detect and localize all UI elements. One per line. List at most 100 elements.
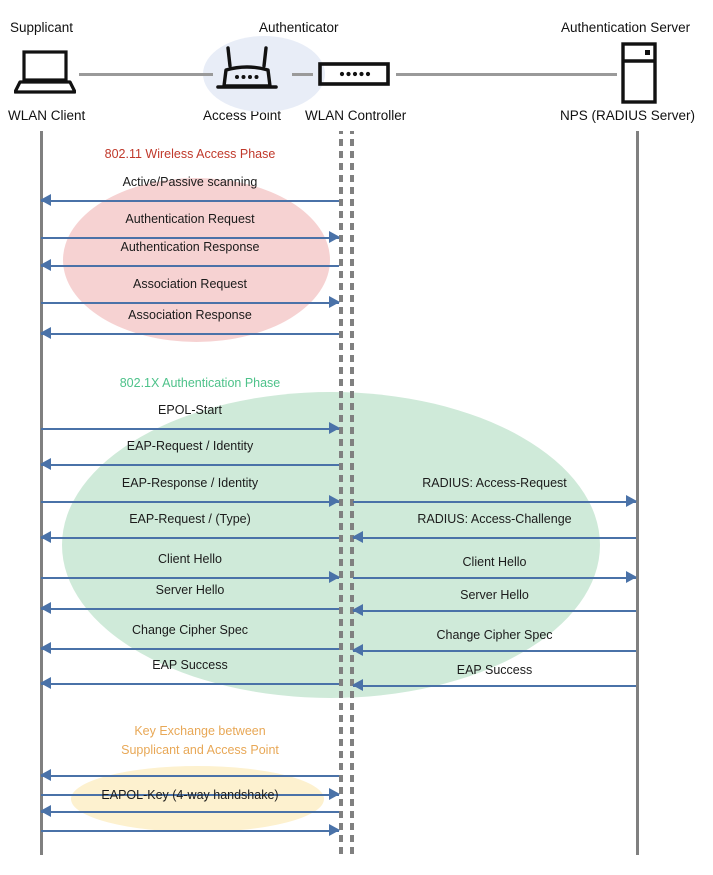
node-label-wlan-controller: WLAN Controller — [305, 108, 407, 123]
role-label-authenticator: Authenticator — [259, 20, 339, 35]
message-arrow[interactable]: Association Response — [40, 308, 339, 343]
message-label: Authentication Response — [120, 240, 260, 254]
message-arrow[interactable]: EPOL-Start — [41, 403, 340, 438]
arrow-head-icon — [40, 769, 51, 781]
message-arrow[interactable] — [41, 822, 340, 840]
message-arrow[interactable]: Authentication Response — [40, 240, 339, 275]
arrow-line — [41, 537, 339, 539]
phase-ellipse-wireless-access — [63, 178, 330, 342]
message-arrow[interactable]: RADIUS: Access-Challenge — [352, 512, 636, 547]
message-label: EAP-Request / Identity — [126, 439, 254, 453]
arrow-head-icon — [40, 642, 51, 654]
server-icon — [620, 42, 658, 104]
arrow-line — [41, 830, 339, 832]
message-arrow[interactable]: EAP Success — [40, 658, 339, 693]
node-label-nps-radius-server: NPS (RADIUS Server) — [560, 108, 696, 123]
arrow-line — [41, 608, 339, 610]
role-label-authentication-server: Authentication Server — [561, 20, 691, 35]
arrow-line — [41, 464, 339, 466]
message-arrow[interactable]: Change Cipher Spec — [352, 628, 636, 660]
arrow-line — [41, 811, 339, 813]
link-controller-to-server — [396, 73, 617, 76]
message-arrow[interactable]: EAPOL-Key (4-way handshake) — [40, 788, 339, 821]
arrow-head-icon — [40, 805, 51, 817]
message-label: Change Cipher Spec — [436, 628, 553, 642]
arrow-head-icon — [40, 458, 51, 470]
message-arrow[interactable]: Client Hello — [41, 552, 340, 587]
message-arrow[interactable]: EAP-Request / Identity — [40, 439, 339, 474]
phase-title-wireless-access: 802.11 Wireless Access Phase — [104, 147, 276, 161]
lifeline-wlan-controller — [350, 131, 354, 855]
arrow-line — [353, 501, 636, 503]
arrow-line — [41, 648, 339, 650]
phase-title-key-exchange-line1: Key Exchange between — [134, 724, 266, 738]
role-label-supplicant: Supplicant — [10, 20, 74, 35]
arrow-head-icon — [40, 194, 51, 206]
arrow-head-icon — [40, 531, 51, 543]
message-label: Server Hello — [460, 588, 529, 602]
arrow-line — [41, 501, 339, 503]
message-arrow[interactable]: Client Hello — [353, 555, 637, 587]
arrow-head-icon — [329, 571, 340, 583]
message-arrow[interactable]: Association Request — [41, 277, 340, 312]
message-label: RADIUS: Access-Request — [422, 476, 567, 490]
message-arrow[interactable]: EAP-Request / (Type) — [40, 512, 339, 547]
message-label: Active/Passive scanning — [122, 175, 258, 189]
message-label: EAP Success — [152, 658, 228, 672]
message-label: EAP Success — [456, 663, 533, 677]
arrow-head-icon — [329, 788, 340, 800]
arrow-line — [353, 685, 636, 687]
message-label: EAP-Response / Identity — [121, 476, 259, 490]
arrow-head-icon — [329, 422, 340, 434]
laptop-icon — [13, 50, 77, 95]
phase-title-key-exchange-line2: Supplicant and Access Point — [121, 743, 279, 757]
lifeline-supplicant — [40, 131, 43, 855]
arrow-line — [41, 237, 339, 239]
wlan-controller-icon — [318, 61, 390, 87]
arrow-line — [41, 683, 339, 685]
arrow-head-icon — [40, 602, 51, 614]
arrow-head-icon — [626, 495, 637, 507]
message-label: Server Hello — [155, 583, 225, 597]
arrow-line — [353, 577, 636, 579]
node-label-wlan-client: WLAN Client — [8, 108, 86, 123]
message-label: Change Cipher Spec — [131, 623, 249, 637]
arrow-head-icon — [352, 644, 363, 656]
message-label: Client Hello — [158, 552, 222, 566]
arrow-line — [353, 537, 636, 539]
arrow-line — [41, 577, 339, 579]
message-arrow[interactable]: EAP-Response / Identity — [41, 476, 340, 511]
message-arrow[interactable]: Server Hello — [40, 583, 339, 618]
message-arrow[interactable]: Active/Passive scanning — [40, 175, 339, 210]
arrow-head-icon — [40, 677, 51, 689]
message-arrow[interactable]: Server Hello — [352, 588, 636, 620]
message-arrow[interactable]: RADIUS: Access-Request — [353, 476, 637, 511]
lifeline-authentication-server — [636, 131, 639, 855]
arrow-line — [41, 775, 339, 777]
arrow-line — [41, 794, 339, 796]
arrow-head-icon — [329, 296, 340, 308]
message-label: EPOL-Start — [158, 403, 222, 417]
message-label: Client Hello — [462, 555, 527, 569]
arrow-line — [353, 610, 636, 612]
link-client-to-ap — [79, 73, 213, 76]
lifeline-access-point — [339, 131, 343, 855]
arrow-line — [41, 200, 339, 202]
arrow-line — [41, 333, 339, 335]
message-label: EAPOL-Key (4-way handshake) — [101, 788, 279, 802]
access-point-icon — [216, 46, 278, 96]
message-label: EAP-Request / (Type) — [129, 512, 251, 526]
message-arrow[interactable]: Authentication Request — [41, 212, 340, 247]
message-arrow[interactable] — [40, 767, 339, 785]
phase-title-dot1x-auth: 802.1X Authentication Phase — [119, 376, 281, 390]
link-ap-to-controller — [292, 73, 313, 76]
message-arrow[interactable] — [41, 786, 340, 804]
phase-ellipse-key-exchange — [71, 766, 324, 832]
message-label: Association Response — [128, 308, 252, 322]
message-arrow[interactable]: EAP Success — [352, 663, 636, 695]
arrow-head-icon — [329, 824, 340, 836]
arrow-head-icon — [352, 679, 363, 691]
arrow-head-icon — [329, 231, 340, 243]
message-arrow[interactable]: Change Cipher Spec — [40, 623, 339, 658]
